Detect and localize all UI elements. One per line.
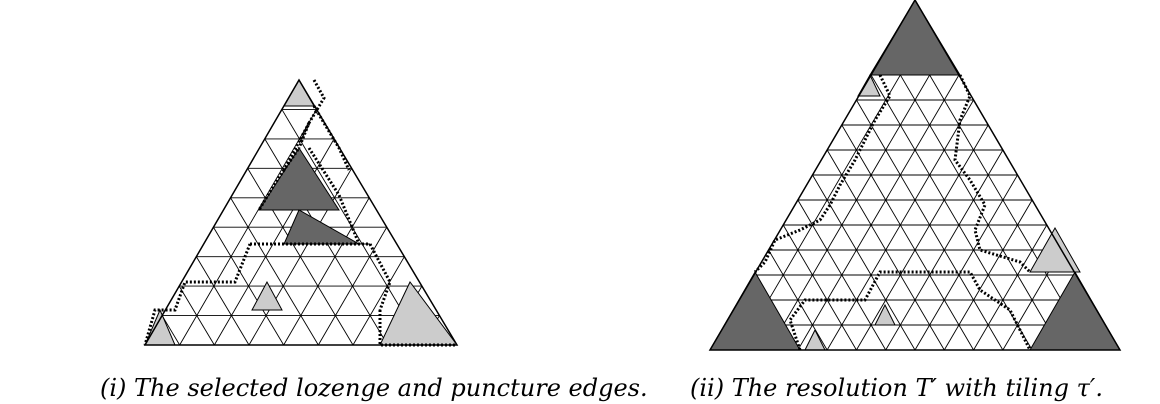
dark-corner-left: [709, 270, 801, 351]
light-puncture-top: [283, 78, 315, 107]
outer-triangle: [143, 78, 459, 346]
caption-ii-prefix: (ii): [690, 374, 725, 402]
light-puncture-upper: [857, 73, 881, 97]
grid-line: [352, 256, 405, 346]
caption-i-prefix: (i): [100, 374, 127, 402]
grid-line: [870, 74, 1033, 351]
grid-line: [841, 124, 974, 351]
dark-corner-right: [1029, 270, 1121, 351]
caption-i-text: The selected lozenge and puncture edges.: [134, 374, 648, 402]
grid-line: [885, 49, 1062, 351]
grid-line: [973, 224, 1048, 351]
grid-line: [738, 24, 931, 351]
figure-i: (i) The selected lozenge and puncture ed…: [100, 0, 648, 404]
light-puncture-mid: [251, 280, 283, 311]
caption-i: (i) The selected lozenge and puncture ed…: [100, 374, 648, 402]
dark-corner-top: [869, 0, 961, 76]
grid-line: [856, 124, 989, 351]
selected-edges: [143, 79, 457, 347]
grid-line: [283, 197, 370, 346]
caption-ii: (ii) The resolution T′ with tiling τ′.: [690, 374, 1103, 402]
dark-puncture-center: [258, 147, 340, 211]
grid-line: [812, 174, 916, 351]
dark-puncture-center-lower: [283, 209, 361, 245]
selected-edges: [753, 74, 1032, 351]
grid-line: [161, 315, 181, 346]
grid-line: [782, 224, 857, 351]
grid-line: [195, 256, 250, 346]
lozenge-tiling-diagram-i: [143, 78, 459, 347]
grid-line: [899, 24, 1092, 351]
grid-line: [797, 74, 960, 351]
grid-line: [856, 99, 1004, 351]
caption-ii-text: The resolution T′ with tiling τ′.: [731, 374, 1103, 402]
lozenge-tiling-diagram-ii: [708, 0, 1122, 351]
grid-line: [230, 197, 319, 346]
light-puncture-bottom-center: [874, 303, 896, 326]
figure-ii: (ii) The resolution T′ with tiling τ′.: [680, 0, 1140, 404]
grid-line: [914, 174, 1018, 351]
outer-triangle: [708, 0, 1122, 351]
